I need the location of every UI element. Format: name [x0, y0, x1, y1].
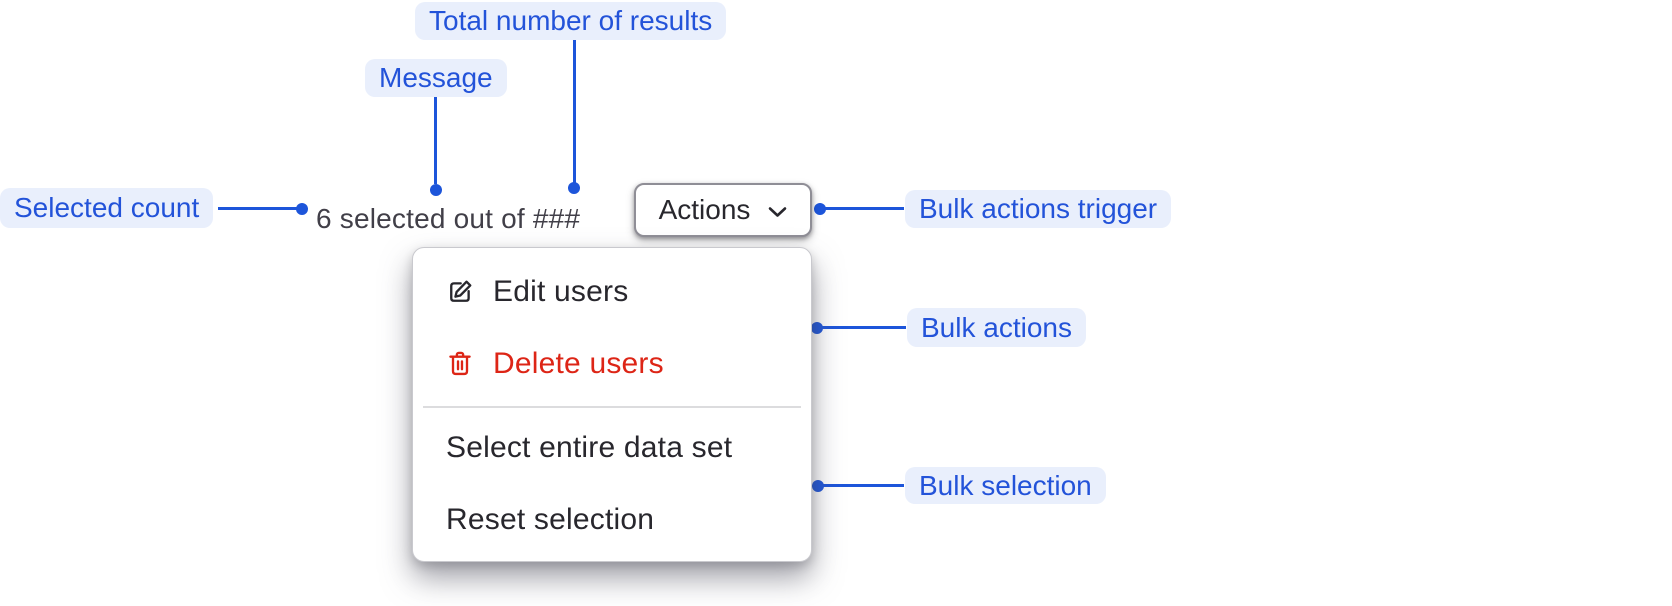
connector-line-total-results	[573, 40, 576, 183]
connector-line-bulk-selection	[822, 484, 904, 487]
menu-item-edit-users[interactable]: Edit users	[413, 256, 811, 328]
connector-line-selected-count	[218, 207, 298, 210]
selection-count-message: 6 selected out of ###	[316, 203, 581, 234]
chevron-down-icon	[768, 206, 787, 218]
bulk-actions-trigger-button[interactable]: Actions	[634, 183, 812, 237]
connector-dot-bulk-actions	[811, 322, 823, 334]
pencil-square-icon	[446, 278, 474, 306]
menu-item-select-entire-data-set[interactable]: Select entire data set	[413, 412, 811, 484]
menu-item-delete-users[interactable]: Delete users	[413, 328, 811, 400]
bulk-actions-dropdown-menu: Edit users Delete users Select entire da…	[412, 247, 812, 562]
menu-item-reset-selection[interactable]: Reset selection	[413, 484, 811, 556]
menu-item-label: Delete users	[493, 347, 664, 380]
annotation-message: Message	[365, 59, 507, 97]
menu-divider	[423, 406, 801, 408]
annotation-bulk-selection-label: Bulk selection	[919, 469, 1092, 501]
menu-item-label: Reset selection	[446, 503, 655, 536]
connector-line-message	[434, 97, 437, 184]
menu-item-label: Edit users	[493, 275, 629, 308]
bulk-actions-trigger-button-label: Actions	[658, 194, 751, 225]
annotation-total-results: Total number of results	[415, 2, 727, 40]
annotation-selected-count-label: Selected count	[14, 192, 200, 223]
annotation-bulk-actions-label: Bulk actions	[921, 311, 1072, 343]
annotation-bulk-selection: Bulk selection	[905, 467, 1106, 504]
connector-line-bulk-actions-trigger	[824, 207, 904, 210]
annotation-bulk-actions-trigger: Bulk actions trigger	[905, 190, 1172, 228]
annotation-bulk-actions: Bulk actions	[907, 308, 1086, 347]
annotation-selected-count: Selected count	[0, 188, 214, 228]
connector-dot-message	[430, 184, 442, 196]
connector-line-bulk-actions	[821, 326, 906, 329]
annotation-total-results-label: Total number of results	[429, 5, 713, 36]
connector-dot-bulk-actions-trigger	[814, 203, 826, 215]
connector-dot-selected-count	[296, 203, 308, 215]
connector-dot-total-results	[568, 182, 580, 194]
annotation-bulk-actions-trigger-label: Bulk actions trigger	[919, 193, 1158, 224]
trash-icon	[446, 350, 474, 378]
annotation-message-label: Message	[379, 62, 493, 93]
connector-dot-bulk-selection	[812, 480, 824, 492]
menu-item-label: Select entire data set	[446, 431, 733, 464]
